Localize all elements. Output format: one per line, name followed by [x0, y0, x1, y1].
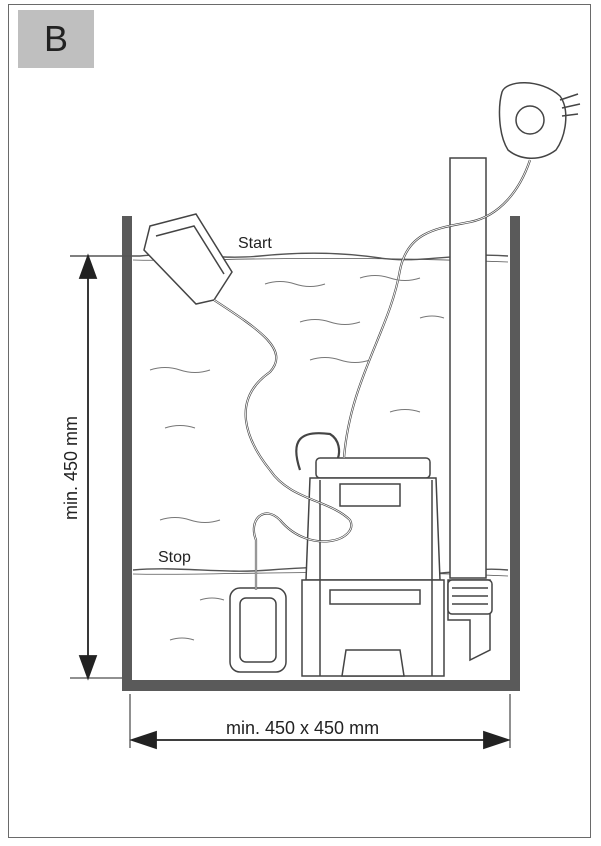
stop-label: Stop	[158, 549, 191, 566]
sump-right-wall	[510, 216, 520, 690]
discharge-pipe	[447, 157, 493, 662]
width-dimension	[129, 694, 511, 750]
sump-floor	[122, 680, 520, 691]
float-cable-inner	[213, 299, 352, 590]
plug-icon	[498, 82, 581, 159]
height-dimension	[70, 253, 122, 681]
figure-badge: B	[18, 10, 94, 68]
float-switch-lower	[229, 587, 287, 673]
start-water-level	[70, 252, 509, 263]
figure-frame	[8, 4, 591, 838]
start-label: Start	[238, 235, 272, 252]
width-dimension-label: min. 450 x 450 mm	[226, 718, 379, 738]
sump-pit	[122, 216, 520, 691]
height-dimension-label: min. 450 mm	[61, 416, 81, 520]
sump-left-wall	[122, 216, 132, 690]
power-cable-inner	[343, 159, 531, 459]
power-cable	[295, 159, 532, 471]
float-switch-upper	[143, 213, 233, 305]
water-ripples	[149, 275, 445, 641]
pump	[301, 457, 445, 677]
